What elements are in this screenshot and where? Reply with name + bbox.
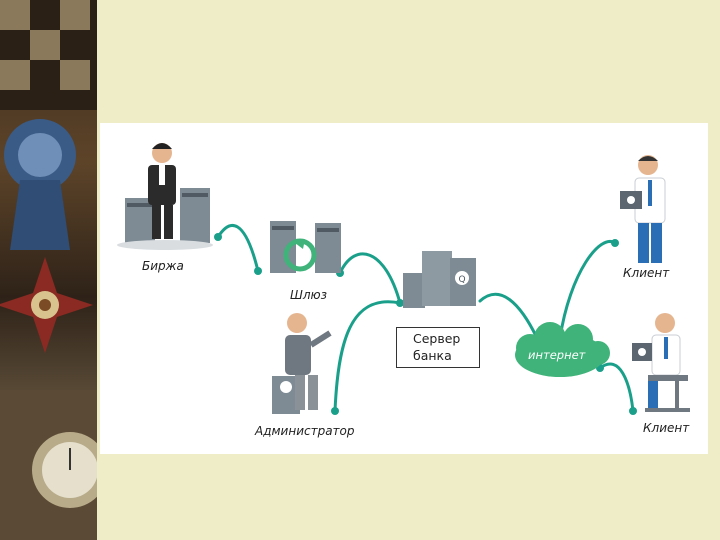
bank-server-label-line2: банка (413, 348, 452, 363)
connector-admin-server (333, 300, 402, 413)
bank-server-icon: Q (403, 251, 476, 308)
connector-exchange-gateway (216, 224, 260, 273)
gateway-label: Шлюз (290, 288, 327, 302)
connector-gateway-server (338, 252, 402, 305)
decor-shapes (0, 0, 97, 540)
exchange-label: Биржа (142, 259, 184, 273)
network-diagram: Q (100, 123, 708, 454)
connector-internet-client-top (558, 240, 617, 340)
administrator-label: Администратор (255, 424, 355, 438)
diagram-graphics: Q (117, 143, 690, 415)
client-bottom-label: Клиент (643, 421, 690, 435)
connector-internet-client-bottom (598, 362, 635, 413)
internet-label: интернет (528, 348, 586, 362)
client-top-label: Клиент (623, 266, 670, 280)
connector-lines (216, 224, 635, 413)
decorative-photo-strip (0, 0, 97, 540)
bank-server-label-box: Сервер банка (396, 327, 480, 368)
gateway-icon (270, 221, 341, 273)
bank-server-label-line1: Сервер (413, 331, 461, 346)
svg-text:Q: Q (458, 275, 465, 285)
internet-cloud-icon (515, 322, 610, 377)
administrator-icon (272, 313, 332, 414)
exchange-person-icon (148, 143, 176, 239)
client-top-icon (620, 155, 666, 263)
client-bottom-icon (632, 313, 690, 412)
connector-server-internet (478, 292, 539, 340)
exchange-servers-icon (117, 188, 213, 250)
